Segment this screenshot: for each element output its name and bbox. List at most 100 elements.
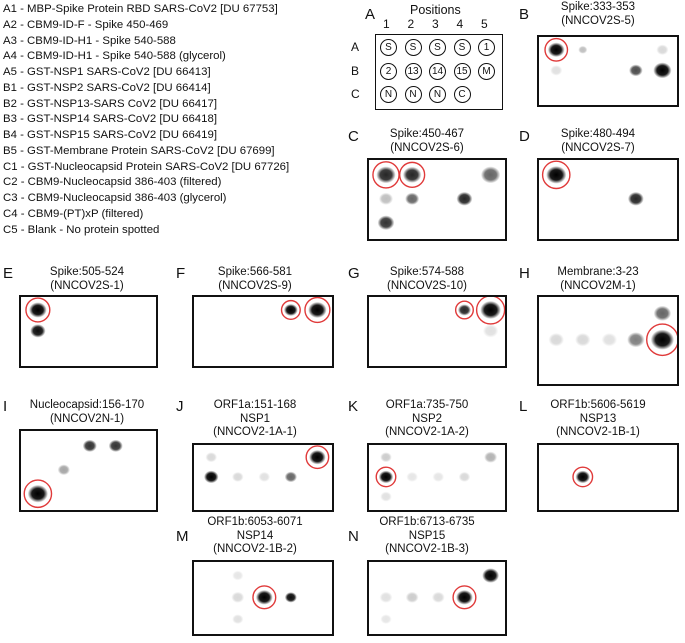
blot-svg	[544, 37, 672, 79]
panel-letter: E	[3, 265, 14, 282]
legend-line: A2 - CBM9-ID-F - Spike 450-469	[3, 18, 169, 31]
key-position-circle: M	[478, 62, 495, 80]
legend-line: C2 - CBM9-Nucleocapsid 386-403 (filtered…	[3, 176, 222, 189]
blot-svg	[548, 305, 677, 357]
blot-spot	[456, 590, 473, 605]
key-row-label: C	[351, 87, 360, 101]
blot-spot	[650, 329, 675, 350]
highlight-circle	[454, 300, 474, 320]
key-column-label: 5	[481, 17, 488, 31]
highlight-circle	[304, 297, 331, 324]
legend-line: C4 - CBM9-(PT)xP (filtered)	[3, 207, 144, 220]
blot-spot	[402, 166, 422, 183]
highlight-circle	[305, 445, 330, 470]
key-row-label: A	[351, 40, 360, 54]
panel-letter: D	[519, 128, 530, 145]
blot-spot	[480, 300, 502, 319]
blot-spot	[255, 590, 273, 605]
panel-letter: M	[176, 528, 189, 545]
highlight-circle	[544, 37, 569, 62]
highlight-circle	[572, 466, 594, 488]
blot-spot	[30, 324, 46, 338]
panel-title: Spike:480-494 (NNCOV2S-7)	[560, 128, 636, 154]
blot-spot	[627, 332, 645, 348]
key-position-circle: 15	[453, 62, 471, 80]
blot-spot	[380, 491, 392, 502]
blot-spot	[258, 471, 271, 482]
highlight-circle	[475, 297, 505, 325]
blot-spot	[82, 439, 97, 452]
panel-title: ORF1a:735-750 NSP2 (NNCOV2-1A-2)	[385, 399, 469, 438]
key-position-circle: 14	[429, 62, 446, 80]
key-column-label: 3	[432, 17, 439, 31]
panel-title: Spike:333-353 (NNCOV2S-5)	[560, 1, 636, 27]
blot-svg	[204, 445, 330, 484]
key-position-circle: N	[404, 86, 422, 103]
panel-title: Spike:505-524 (NNCOV2S-1)	[49, 266, 125, 292]
blot-image	[537, 158, 679, 241]
blot-spot	[627, 191, 644, 206]
blot-spot	[380, 614, 392, 625]
legend-line: C1 - GST-Nucleocapsid Protein SARS-CoV2 …	[3, 160, 290, 173]
legend-line: A1 - MBP-Spike Protein RBD SARS-CoV2 [DU…	[3, 3, 278, 15]
blot-spot	[457, 304, 472, 316]
legend-line: B1 - GST-NSP2 SARS-CoV2 [DU 66414]	[3, 81, 211, 94]
key-position-circle: 13	[404, 62, 422, 80]
highlight-circle	[646, 323, 677, 357]
panel-title: Spike:574-588 (NNCOV2S-10)	[387, 266, 467, 292]
blot-spot	[550, 65, 563, 76]
panel-letter: F	[176, 265, 186, 282]
highlight-circle	[541, 160, 571, 190]
blot-spot	[378, 470, 394, 484]
blot-spot	[284, 592, 297, 603]
highlight-circle	[23, 479, 53, 509]
panel-letter: G	[348, 265, 360, 282]
panel-letter: I	[3, 398, 8, 415]
blot-spot	[653, 305, 672, 321]
highlight-circle	[452, 585, 477, 610]
blot-spot	[484, 451, 498, 463]
blot-svg	[541, 160, 644, 206]
blot-spot	[29, 302, 47, 318]
panel-letter: B	[519, 6, 530, 23]
key-position-circle: S	[380, 39, 397, 56]
blot-spot	[378, 192, 394, 205]
blot-spot	[482, 568, 500, 583]
highlight-circle	[280, 299, 301, 320]
blot-spot	[546, 166, 567, 184]
legend-line: B2 - GST-NSP13-SARS CoV2 [DU 66417]	[3, 97, 217, 110]
legend-line: B5 - GST-Membrane Protein SARS-CoV2 [DU …	[3, 144, 275, 157]
blot-image	[367, 158, 507, 241]
panel-title: ORF1b:5606-5619 NSP13 (NNCOV2-1B-1)	[550, 399, 646, 438]
panel-letter: C	[348, 128, 359, 145]
key-column-label: 2	[407, 17, 415, 31]
panel-letter: K	[348, 398, 359, 415]
blot-svg	[379, 568, 500, 625]
blot-svg	[231, 570, 297, 625]
blot-image	[537, 295, 679, 386]
blot-spot	[308, 301, 327, 318]
blot-image	[19, 429, 158, 512]
blot-image	[192, 443, 334, 512]
legend-line: A5 - GST-NSP1 SARS-CoV2 [DU 66413]	[3, 66, 211, 78]
blot-spot	[432, 471, 445, 482]
blot-svg	[572, 466, 594, 488]
blot-spot	[377, 215, 395, 230]
blot-spot	[309, 449, 326, 465]
blot-image	[19, 295, 158, 368]
blot-spot	[548, 332, 565, 347]
blot-svg	[375, 451, 498, 502]
blot-image	[192, 560, 334, 636]
panel-title: ORF1b:6713-6735 NSP15 (NNCOV2-1B-3)	[379, 516, 475, 555]
blot-spot	[656, 44, 669, 56]
blot-image	[537, 35, 679, 107]
blot-spot	[283, 303, 298, 316]
panel-title: Spike:450-467 (NNCOV2S-6)	[389, 128, 465, 154]
panel-letter: L	[519, 398, 528, 415]
blot-spot	[231, 591, 245, 603]
key-column-label: 4	[456, 17, 464, 31]
blot-spot	[379, 591, 393, 603]
key-position-circle: S	[453, 39, 471, 56]
blot-spot	[482, 324, 499, 338]
blot-image	[367, 560, 507, 636]
